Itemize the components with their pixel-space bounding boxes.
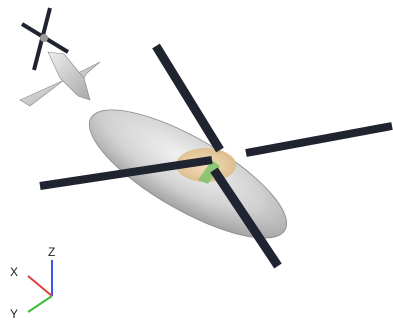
- tail-rotor: [20, 7, 70, 71]
- orientation-axes: Z X Y: [10, 245, 55, 321]
- main-rotor-blade: [39, 156, 213, 190]
- x-axis-label: X: [10, 265, 18, 279]
- x-axis-line: [27, 275, 53, 297]
- tail-rotor-hub: [40, 34, 48, 42]
- main-rotor-blade: [152, 43, 224, 153]
- tail-assembly: [19, 51, 101, 107]
- y-axis-label: Y: [10, 307, 18, 321]
- y-axis-line: [27, 295, 53, 313]
- main-rotor-blade: [245, 122, 393, 157]
- tail-fin: [47, 51, 91, 101]
- main-rotor-blade: [210, 167, 282, 269]
- main-rotor: [39, 43, 393, 269]
- z-axis-label: Z: [48, 245, 55, 259]
- cockpit-window: [198, 160, 220, 184]
